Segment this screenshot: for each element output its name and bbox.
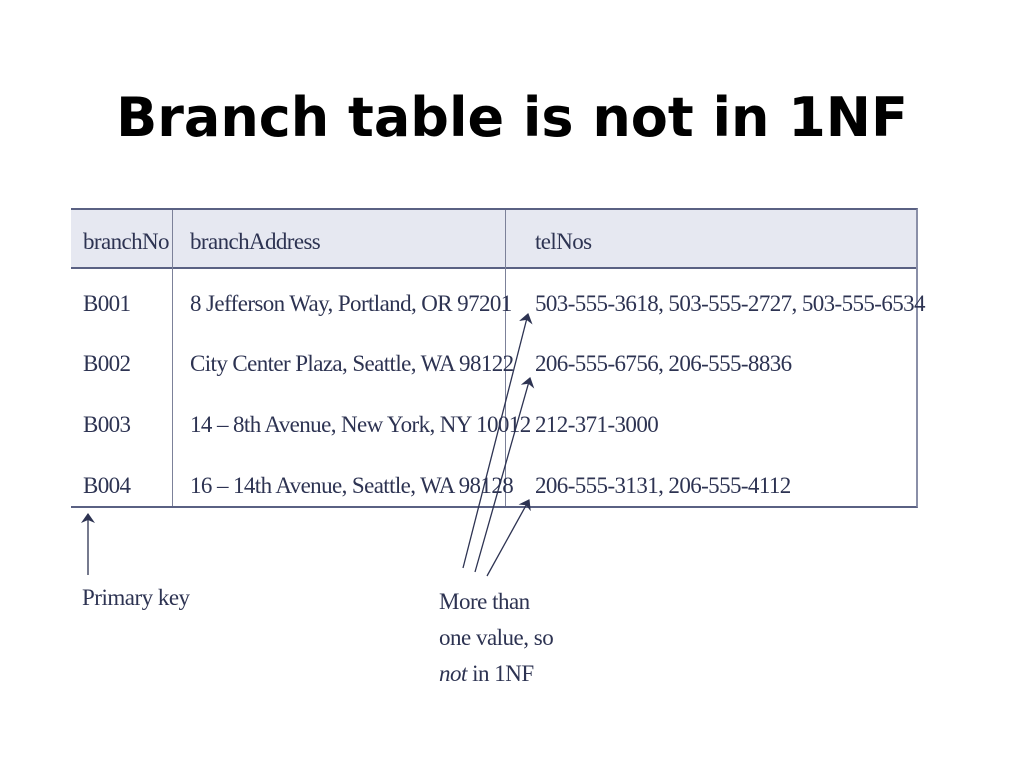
cell-branchno: B004 — [83, 473, 131, 498]
cell-branchaddress: City Center Plaza, Seattle, WA 98122 — [190, 351, 514, 376]
header-telnos: telNos — [535, 229, 592, 254]
header-branchno: branchNo — [83, 229, 169, 254]
cell-telnos: 206-555-6756, 206-555-8836 — [535, 351, 792, 376]
cell-branchaddress: 14 – 8th Avenue, New York, NY 10012 — [190, 412, 531, 437]
note-text: in 1NF — [466, 661, 534, 686]
table-header-row: branchNo branchAddress telNos — [71, 210, 916, 269]
note-line: not in 1NF — [439, 656, 553, 692]
note-line: one value, so — [439, 625, 554, 650]
note-emphasis: not — [439, 661, 467, 686]
primary-key-label: Primary key — [82, 585, 190, 610]
multi-value-arrow — [486, 499, 531, 577]
column-divider — [172, 210, 173, 506]
slide-title: Branch table is not in 1NF — [116, 86, 908, 149]
cell-branchno: B003 — [83, 412, 131, 437]
cell-branchno: B001 — [83, 291, 131, 316]
branch-table: branchNo branchAddress telNos B001 8 Jef… — [71, 208, 926, 508]
cell-branchno: B002 — [83, 351, 131, 376]
cell-telnos: 503-555-3618, 503-555-2727, 503-555-6534 — [535, 291, 926, 316]
cell-branchaddress: 8 Jefferson Way, Portland, OR 97201 — [190, 291, 512, 316]
cell-branchaddress: 16 – 14th Avenue, Seattle, WA 98128 — [190, 473, 514, 498]
header-branchaddress: branchAddress — [190, 229, 321, 254]
multi-value-note: More than one value, so not in 1NF — [439, 584, 554, 692]
cell-telnos: 212-371-3000 — [535, 412, 659, 437]
note-line: More than — [439, 589, 530, 614]
cell-telnos: 206-555-3131, 206-555-4112 — [535, 473, 791, 498]
